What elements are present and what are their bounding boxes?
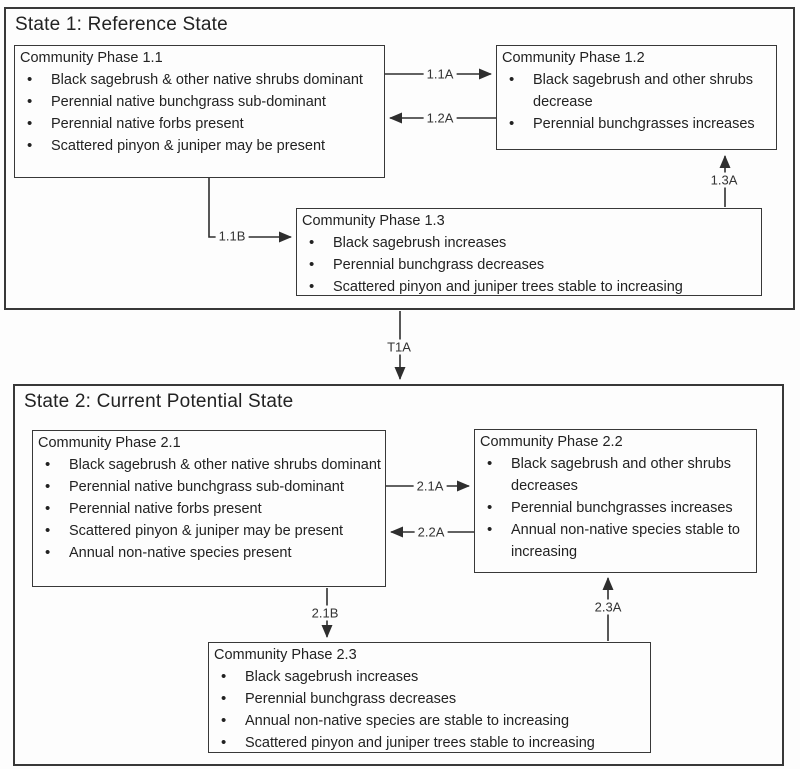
bullet-item: Perennial bunchgrasses increases	[485, 497, 752, 519]
bullet-item: Black sagebrush & other native shrubs do…	[43, 454, 381, 476]
bullet-item: Annual non-native species are stable to …	[219, 710, 646, 732]
phase-box-1-3: Community Phase 1.3 Black sagebrush incr…	[296, 208, 762, 296]
phase-box-2-3: Community Phase 2.3 Black sagebrush incr…	[208, 642, 651, 753]
bullet-item: Scattered pinyon & juniper may be presen…	[43, 520, 381, 542]
state-title: State 1: Reference State	[15, 14, 228, 35]
phase-title: Community Phase 2.3	[214, 647, 357, 663]
bullet-item: Scattered pinyon and juniper trees stabl…	[307, 276, 757, 295]
transition-label-1-3A: 1.3A	[707, 172, 741, 188]
bullet-item: Perennial native forbs present	[25, 113, 380, 135]
transition-label-1-1B: 1.1B	[215, 228, 249, 244]
phase-bullets: Black sagebrush and other shrubs decreas…	[475, 453, 756, 563]
bullet-item: Perennial bunchgrasses increases	[507, 113, 772, 135]
bullet-item: Annual non-native species stable to incr…	[485, 519, 752, 563]
bullet-item: Perennial bunchgrass decreases	[307, 254, 757, 276]
bullet-item: Black sagebrush & other native shrubs do…	[25, 69, 380, 91]
phase-box-2-2: Community Phase 2.2 Black sagebrush and …	[474, 429, 757, 573]
transition-label-1-2A: 1.2A	[423, 110, 457, 126]
bullet-item: Annual non-native species present	[43, 542, 381, 564]
bullet-item: Perennial bunchgrass decreases	[219, 688, 646, 710]
phase-title: Community Phase 1.1	[20, 50, 163, 66]
transition-label-2-3A: 2.3A	[591, 599, 625, 615]
phase-bullets: Black sagebrush & other native shrubs do…	[15, 69, 384, 157]
bullet-item: Scattered pinyon & juniper may be presen…	[25, 135, 380, 157]
phase-box-2-1: Community Phase 2.1 Black sagebrush & ot…	[32, 430, 386, 587]
transition-label-1-1A: 1.1A	[423, 66, 457, 82]
bullet-item: Black sagebrush and other shrubs decreas…	[485, 453, 752, 497]
transition-label-2-1B: 2.1B	[308, 605, 342, 621]
phase-bullets: Black sagebrush and other shrubs decreas…	[497, 69, 776, 135]
phase-title: Community Phase 1.3	[302, 213, 445, 229]
phase-bullets: Black sagebrush increasesPerennial bunch…	[209, 666, 650, 752]
bullet-item: Perennial native bunchgrass sub-dominant	[25, 91, 380, 113]
bullet-item: Scattered pinyon and juniper trees stabl…	[219, 732, 646, 752]
phase-bullets: Black sagebrush & other native shrubs do…	[33, 454, 385, 564]
phase-title: Community Phase 1.2	[502, 50, 645, 66]
phase-title: Community Phase 2.2	[480, 434, 623, 450]
transition-label-2-2A: 2.2A	[414, 524, 448, 540]
bullet-item: Perennial native bunchgrass sub-dominant	[43, 476, 381, 498]
bullet-item: Black sagebrush and other shrubs decreas…	[507, 69, 772, 113]
phase-title: Community Phase 2.1	[38, 435, 181, 451]
bullet-item: Black sagebrush increases	[219, 666, 646, 688]
phase-box-1-1: Community Phase 1.1 Black sagebrush & ot…	[14, 45, 385, 178]
bullet-item: Black sagebrush increases	[307, 232, 757, 254]
phase-box-1-2: Community Phase 1.2 Black sagebrush and …	[496, 45, 777, 150]
transition-label-T1A: T1A	[384, 339, 414, 355]
phase-bullets: Black sagebrush increasesPerennial bunch…	[297, 232, 761, 295]
transition-label-2-1A: 2.1A	[413, 478, 447, 494]
bullet-item: Perennial native forbs present	[43, 498, 381, 520]
state-title: State 2: Current Potential State	[24, 391, 294, 412]
